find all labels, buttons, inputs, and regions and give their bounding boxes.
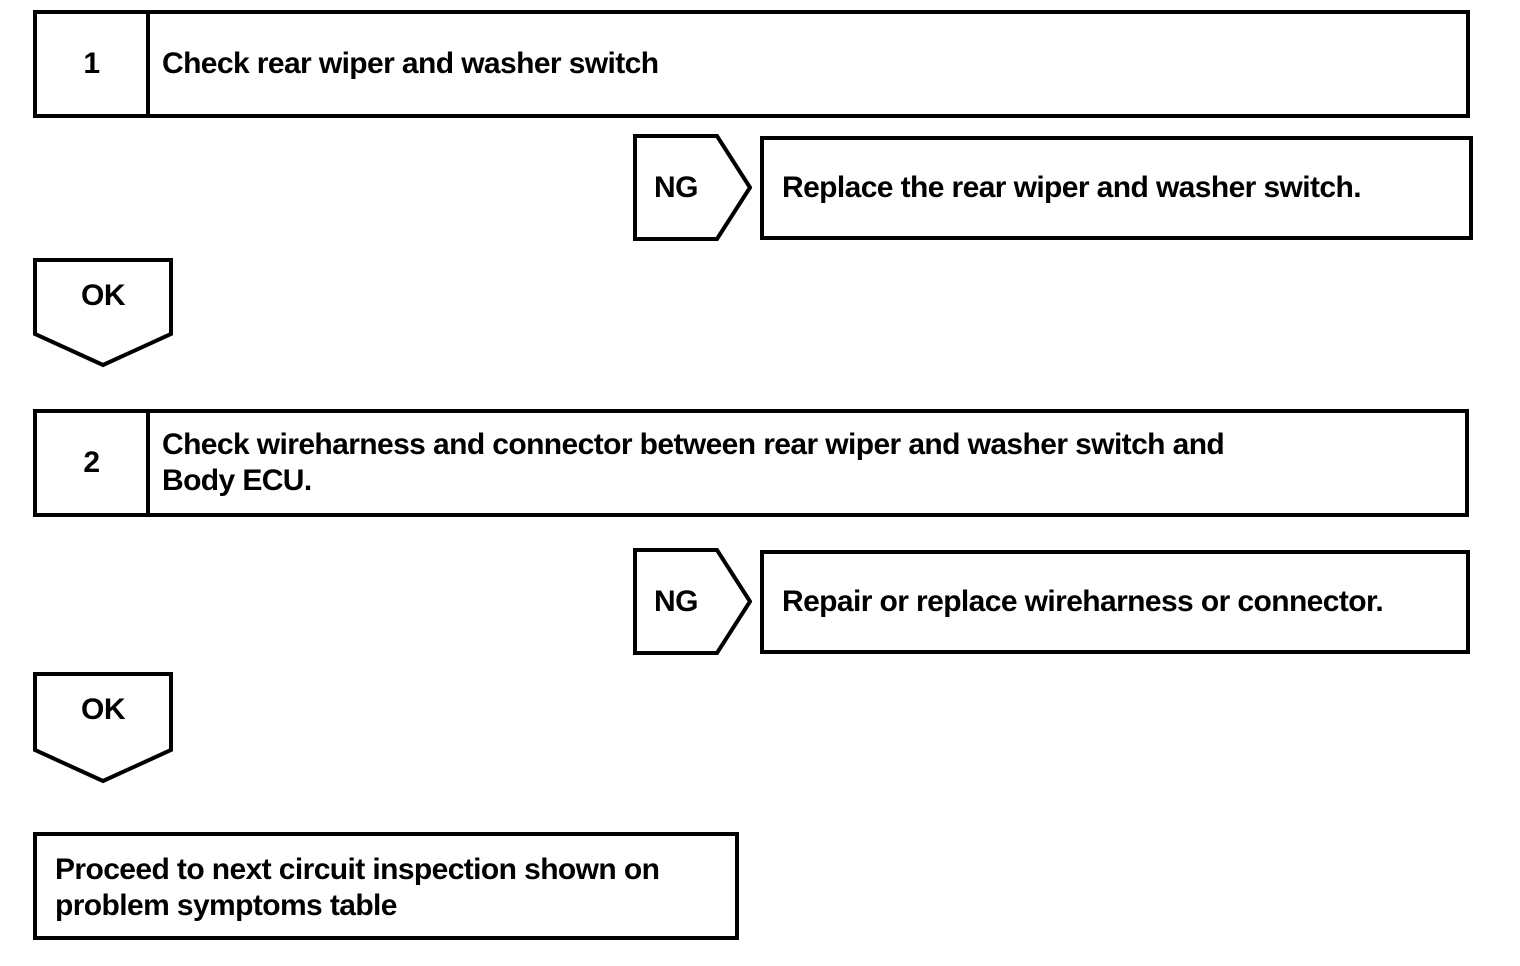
- ok-arrow-shape: [33, 258, 173, 368]
- final-result-text: Proceed to next circuit inspection shown…: [55, 853, 660, 922]
- step-2-number: 2: [37, 413, 150, 513]
- step-1-ok-label: OK: [81, 279, 126, 312]
- ok-arrow-shape: [33, 672, 173, 784]
- step-1-ng-result-text: Replace the rear wiper and washer switch…: [782, 171, 1362, 204]
- step-1-ok-arrow: OK: [33, 258, 173, 368]
- step-2-text: Check wireharness and connector between …: [162, 428, 1225, 497]
- step-2-ng-result-text: Repair or replace wireharness or connect…: [782, 585, 1384, 618]
- step-1-ng-label: NG: [654, 170, 699, 204]
- final-result-box: Proceed to next circuit inspection shown…: [33, 832, 739, 940]
- step-2-box: 2 Check wireharness and connector betwee…: [33, 409, 1469, 517]
- ng-arrow-shape: [633, 134, 752, 241]
- step-2-ok-label: OK: [81, 693, 126, 726]
- step-2-ng-label: NG: [654, 584, 699, 618]
- step-1-ng-result-box: Replace the rear wiper and washer switch…: [760, 136, 1473, 240]
- step-1-ng-arrow: NG: [633, 134, 752, 241]
- step-2-ng-arrow: NG: [633, 548, 752, 655]
- step-2-ok-arrow: OK: [33, 672, 173, 784]
- step-1-box: 1 Check rear wiper and washer switch: [33, 10, 1470, 118]
- step-1-text: Check rear wiper and washer switch: [162, 47, 659, 80]
- step-2-ng-result-box: Repair or replace wireharness or connect…: [760, 550, 1470, 654]
- step-1-number: 1: [37, 14, 150, 114]
- ng-arrow-shape: [633, 548, 752, 655]
